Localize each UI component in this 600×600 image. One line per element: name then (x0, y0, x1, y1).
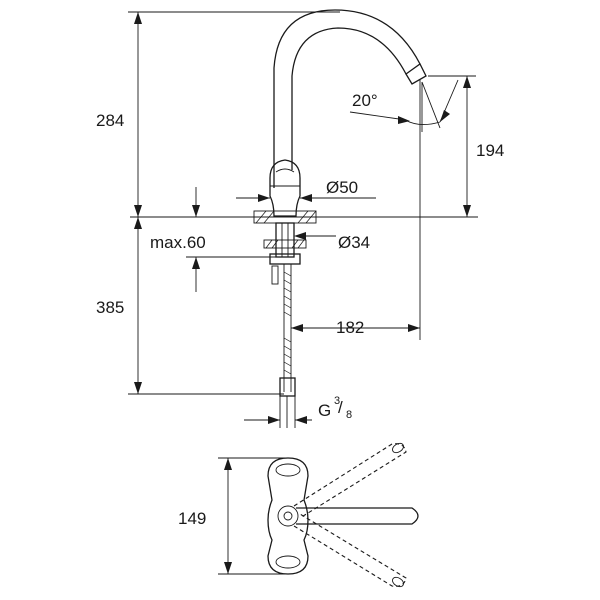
top-cap-lower (276, 556, 300, 568)
angle-ref-slanted (422, 82, 440, 128)
label-thread-g: G (318, 401, 331, 420)
swing-up-tip (391, 441, 405, 454)
spout-tip (406, 64, 426, 84)
top-view-body (268, 458, 308, 574)
hose-braid (284, 272, 291, 374)
top-spout-center (296, 508, 418, 524)
fixing-nut (270, 254, 300, 264)
label-149: 149 (178, 509, 206, 528)
mount-nut (264, 240, 306, 248)
spout-outer (274, 10, 420, 188)
label-385: 385 (96, 298, 124, 317)
spout-inner (292, 28, 406, 170)
top-spout-swing-down (294, 514, 406, 586)
label-max-60: max.60 (150, 233, 206, 252)
label-diam-50: Ø50 (326, 178, 358, 197)
top-cap-upper (276, 464, 300, 476)
side-screw (272, 266, 278, 284)
mount-nut-hatch (266, 240, 304, 248)
label-diam-34: Ø34 (338, 233, 370, 252)
label-thread-den: 8 (346, 409, 352, 421)
label-182: 182 (336, 318, 364, 337)
handle-cap (276, 169, 294, 172)
label-284: 284 (96, 111, 124, 130)
label-angle: 20° (352, 91, 378, 110)
faucet-top-view (218, 441, 418, 588)
angle-arc (405, 120, 440, 125)
hose-fitting (280, 378, 295, 396)
label-thread-slash: / (338, 398, 343, 417)
top-spout-swing-up (294, 444, 406, 518)
top-hub-center (284, 512, 292, 520)
faucet-side-view (130, 10, 478, 428)
dimension-labels: 284 385 20° 194 Ø50 max.60 Ø34 182 G 3 /… (96, 91, 504, 528)
angle-leader-left (350, 112, 406, 120)
top-hub (278, 506, 298, 526)
label-194: 194 (476, 141, 504, 160)
